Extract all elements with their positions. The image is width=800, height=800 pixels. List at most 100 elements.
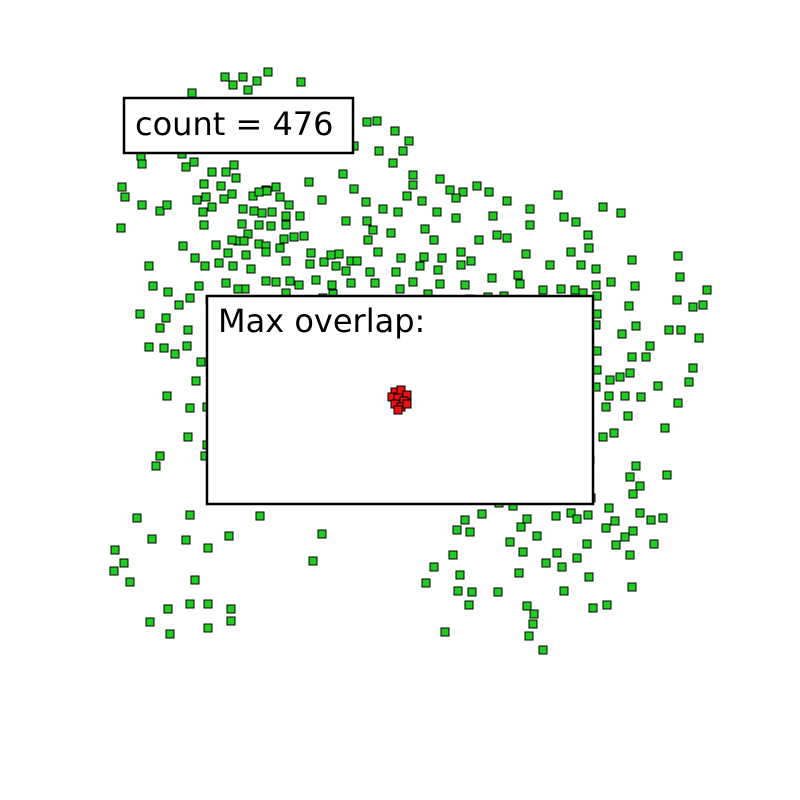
scatter-marker	[472, 181, 482, 191]
scatter-marker	[576, 260, 586, 270]
scatter-marker	[243, 85, 253, 95]
scatter-marker	[216, 181, 226, 191]
scatter-marker	[185, 403, 195, 413]
scatter-marker	[538, 645, 548, 655]
scatter-marker	[189, 157, 199, 167]
scatter-marker	[199, 179, 209, 189]
scatter-marker	[557, 562, 567, 572]
scatter-marker	[433, 265, 443, 275]
scatter-marker	[192, 195, 202, 205]
scatter-marker	[435, 279, 445, 289]
scatter-marker	[673, 398, 683, 408]
scatter-marker	[514, 568, 524, 578]
scatter-marker	[529, 609, 539, 619]
scatter-marker	[646, 515, 656, 525]
scatter-marker	[551, 511, 561, 521]
scatter-marker	[620, 532, 630, 542]
scatter-marker	[196, 357, 206, 367]
scatter-marker	[338, 169, 348, 179]
scatter-marker	[466, 256, 476, 266]
scatter-marker	[617, 329, 627, 339]
scatter-marker	[408, 277, 418, 287]
scatter-marker	[601, 523, 611, 533]
scatter-marker	[528, 619, 538, 629]
scatter-marker	[249, 206, 259, 216]
scatter-marker	[505, 537, 515, 547]
scatter-marker	[391, 267, 401, 277]
scatter-marker	[211, 240, 221, 250]
scatter-marker	[275, 243, 285, 253]
scatter-marker	[116, 223, 126, 233]
count-panel: count = 476	[122, 96, 355, 155]
scatter-marker	[566, 247, 576, 257]
scatter-marker	[456, 260, 466, 270]
scatter-marker	[214, 258, 224, 268]
scatter-marker	[570, 285, 580, 295]
scatter-marker	[465, 527, 475, 537]
scatter-marker	[275, 192, 285, 202]
scatter-marker	[432, 207, 442, 217]
scatter-marker	[417, 196, 427, 206]
scatter-marker	[556, 284, 566, 294]
scatter-marker	[421, 578, 431, 588]
scatter-marker	[584, 572, 594, 582]
overlap-marker	[402, 399, 412, 409]
scatter-marker	[604, 391, 614, 401]
scatter-marker	[702, 285, 712, 295]
scatter-marker	[284, 200, 294, 210]
scatter-marker	[327, 280, 337, 290]
scatter-marker	[163, 604, 173, 614]
scatter-marker	[660, 423, 670, 433]
scatter-marker	[645, 341, 655, 351]
scatter-marker	[408, 170, 418, 180]
scatter-marker	[374, 146, 384, 156]
scatter-marker	[285, 276, 295, 286]
scatter-marker	[178, 241, 188, 251]
scatter-marker	[159, 343, 169, 353]
scatter-marker	[362, 117, 372, 127]
overlap-panel: Max overlap:	[205, 294, 595, 506]
scatter-marker	[299, 231, 309, 241]
scatter-marker	[552, 548, 562, 558]
scatter-marker	[228, 80, 238, 90]
scatter-marker	[571, 217, 581, 227]
scatter-marker	[257, 208, 267, 218]
scatter-marker	[488, 211, 498, 221]
scatter-marker	[620, 391, 630, 401]
scatter-marker	[460, 515, 470, 525]
scatter-marker	[627, 255, 637, 265]
scatter-marker	[341, 216, 351, 226]
scatter-marker	[185, 510, 195, 520]
scatter-marker	[137, 200, 147, 210]
scatter-marker	[233, 284, 243, 294]
scatter-marker	[373, 247, 383, 257]
scatter-marker	[237, 219, 247, 229]
scatter-marker	[361, 197, 371, 207]
scatter-marker	[145, 617, 155, 627]
scatter-marker	[627, 582, 637, 592]
scatter-marker	[525, 204, 535, 214]
scatter-marker	[372, 116, 382, 126]
scatter-marker	[538, 285, 548, 295]
scatter-marker	[455, 570, 465, 580]
scatter-marker	[305, 259, 315, 269]
scatter-marker	[628, 526, 638, 536]
scatter-marker	[624, 301, 634, 311]
scatter-marker	[229, 160, 239, 170]
scatter-marker	[641, 352, 651, 362]
scatter-marker	[144, 261, 154, 271]
scatter-marker	[185, 599, 195, 609]
scatter-marker	[308, 556, 318, 566]
scatter-marker	[437, 253, 447, 263]
scatter-marker	[493, 587, 503, 597]
scatter-marker	[238, 72, 248, 82]
overlap-cluster	[387, 385, 412, 415]
scatter-marker	[185, 293, 195, 303]
scatter-marker	[545, 260, 555, 270]
scatter-marker	[174, 300, 184, 310]
count-label: count = 476	[135, 105, 334, 143]
scatter-marker	[148, 281, 158, 291]
scatter-marker	[513, 270, 523, 280]
scatter-marker	[627, 352, 637, 362]
scatter-marker	[688, 363, 698, 373]
